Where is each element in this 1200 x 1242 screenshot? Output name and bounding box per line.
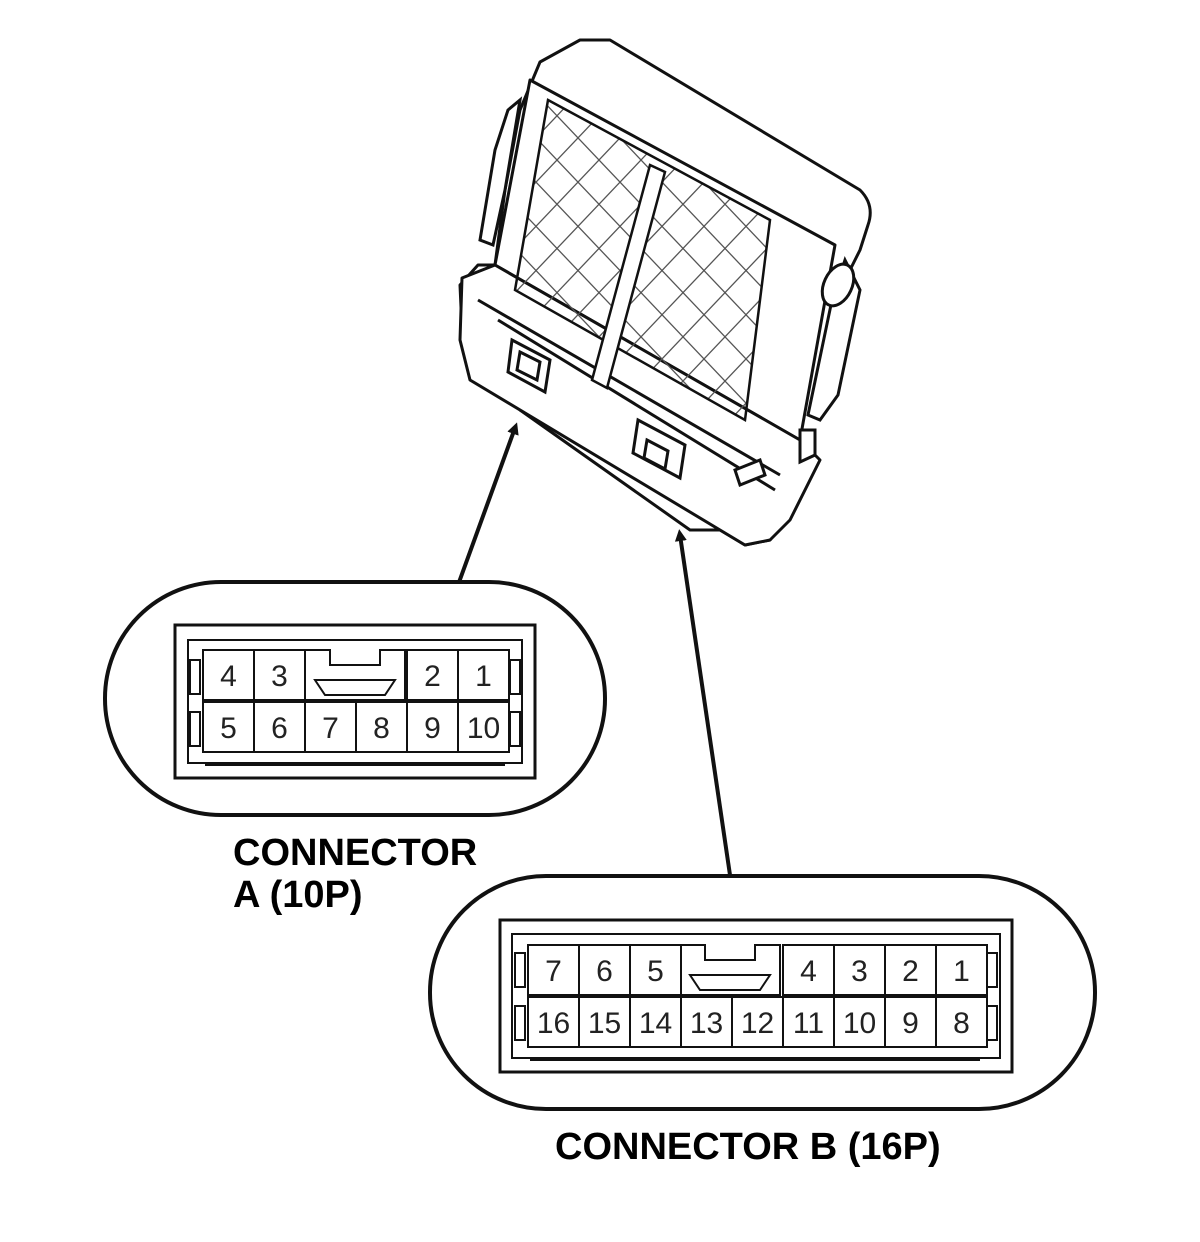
connector-a-pin-number: 9 bbox=[424, 712, 441, 745]
connector-a-pin-cell bbox=[253, 701, 306, 753]
connector-b-pin-cell bbox=[527, 996, 580, 1048]
connector-b-pin-cell bbox=[935, 996, 988, 1048]
connector-a-pin-number: 2 bbox=[424, 660, 441, 693]
connector-b-pin-cell bbox=[578, 996, 631, 1048]
connector-a-pins: 4 3 2 1 5 6 7 8 9 10 bbox=[202, 649, 510, 753]
connector-b-pin-number: 13 bbox=[690, 1007, 723, 1040]
connector-b-pin-cell bbox=[731, 996, 784, 1048]
connector-b-pin-number: 9 bbox=[902, 1007, 919, 1040]
connector-a-pin-number: 3 bbox=[271, 660, 288, 693]
connector-b-pin-cell bbox=[629, 996, 682, 1048]
connector-b-pin-number: 8 bbox=[953, 1007, 970, 1040]
connector-a-pin-cell bbox=[202, 649, 255, 701]
connector-a-pin-number: 10 bbox=[467, 712, 500, 745]
connector-b-pin-number: 14 bbox=[639, 1007, 672, 1040]
connector-b-pin-number: 12 bbox=[741, 1007, 774, 1040]
connector-b-pin-cell bbox=[782, 996, 835, 1048]
connector-b-pin-cell bbox=[935, 944, 988, 996]
connector-a-pin-cell bbox=[355, 701, 408, 753]
connector-b-pin-number: 15 bbox=[588, 1007, 621, 1040]
connector-b-pins: 7 6 5 4 3 2 1 16 15 14 13 12 11 10 9 8 bbox=[527, 944, 988, 1048]
connector-a-pin-cell bbox=[406, 649, 459, 701]
connector-b-pin-cell bbox=[629, 944, 682, 996]
connector-a-pin-cell bbox=[457, 701, 510, 753]
arrow-to-connector-b bbox=[674, 529, 732, 876]
connector-b-pin-number: 3 bbox=[851, 955, 868, 988]
connector-a-pin-cell bbox=[202, 701, 255, 753]
connector-b-pin-number: 11 bbox=[793, 1007, 824, 1040]
connector-b-pin-cell bbox=[884, 996, 937, 1048]
connector-b-pin-number: 10 bbox=[843, 1007, 876, 1040]
connector-a-pin-cell bbox=[253, 649, 306, 701]
connector-b-label: CONNECTOR B (16P) bbox=[555, 1126, 941, 1168]
connector-b-callout: 7 6 5 4 3 2 1 16 15 14 13 12 11 10 9 8 bbox=[428, 874, 1097, 1111]
connector-b-pin-number: 5 bbox=[647, 955, 664, 988]
connector-a-pin-number: 7 bbox=[322, 712, 339, 745]
connector-a-pin-number: 1 bbox=[475, 660, 492, 693]
arrow-to-connector-a bbox=[456, 422, 519, 586]
connector-a-pin-cell bbox=[406, 701, 459, 753]
side-latch-tabs bbox=[478, 96, 862, 465]
connector-b-pin-number: 6 bbox=[596, 955, 613, 988]
latch-windows bbox=[506, 337, 767, 487]
connector-a-label-line2: A (10P) bbox=[233, 874, 363, 916]
connector-a-pin-number: 8 bbox=[373, 712, 390, 745]
connector-a-pin-cell bbox=[457, 649, 510, 701]
connector-b-pin-cell bbox=[833, 996, 886, 1048]
connector-a-label-line1: CONNECTOR bbox=[233, 832, 478, 874]
connector-b-pin-number: 16 bbox=[537, 1007, 570, 1040]
connector-a-pin-number: 6 bbox=[271, 712, 288, 745]
connector-b-pin-number: 7 bbox=[545, 955, 562, 988]
connector-a-pin-number: 5 bbox=[220, 712, 237, 745]
connector-b-pin-cell bbox=[782, 944, 835, 996]
connector-b-pin-number: 1 bbox=[953, 955, 970, 988]
connector-b-pin-number: 4 bbox=[800, 955, 817, 988]
connector-b-pin-cell bbox=[884, 944, 937, 996]
connector-b-pin-number: 2 bbox=[902, 955, 919, 988]
connector-a-callout: 4 3 2 1 5 6 7 8 9 10 bbox=[103, 580, 607, 817]
connector-a-pin-number: 4 bbox=[220, 660, 237, 693]
